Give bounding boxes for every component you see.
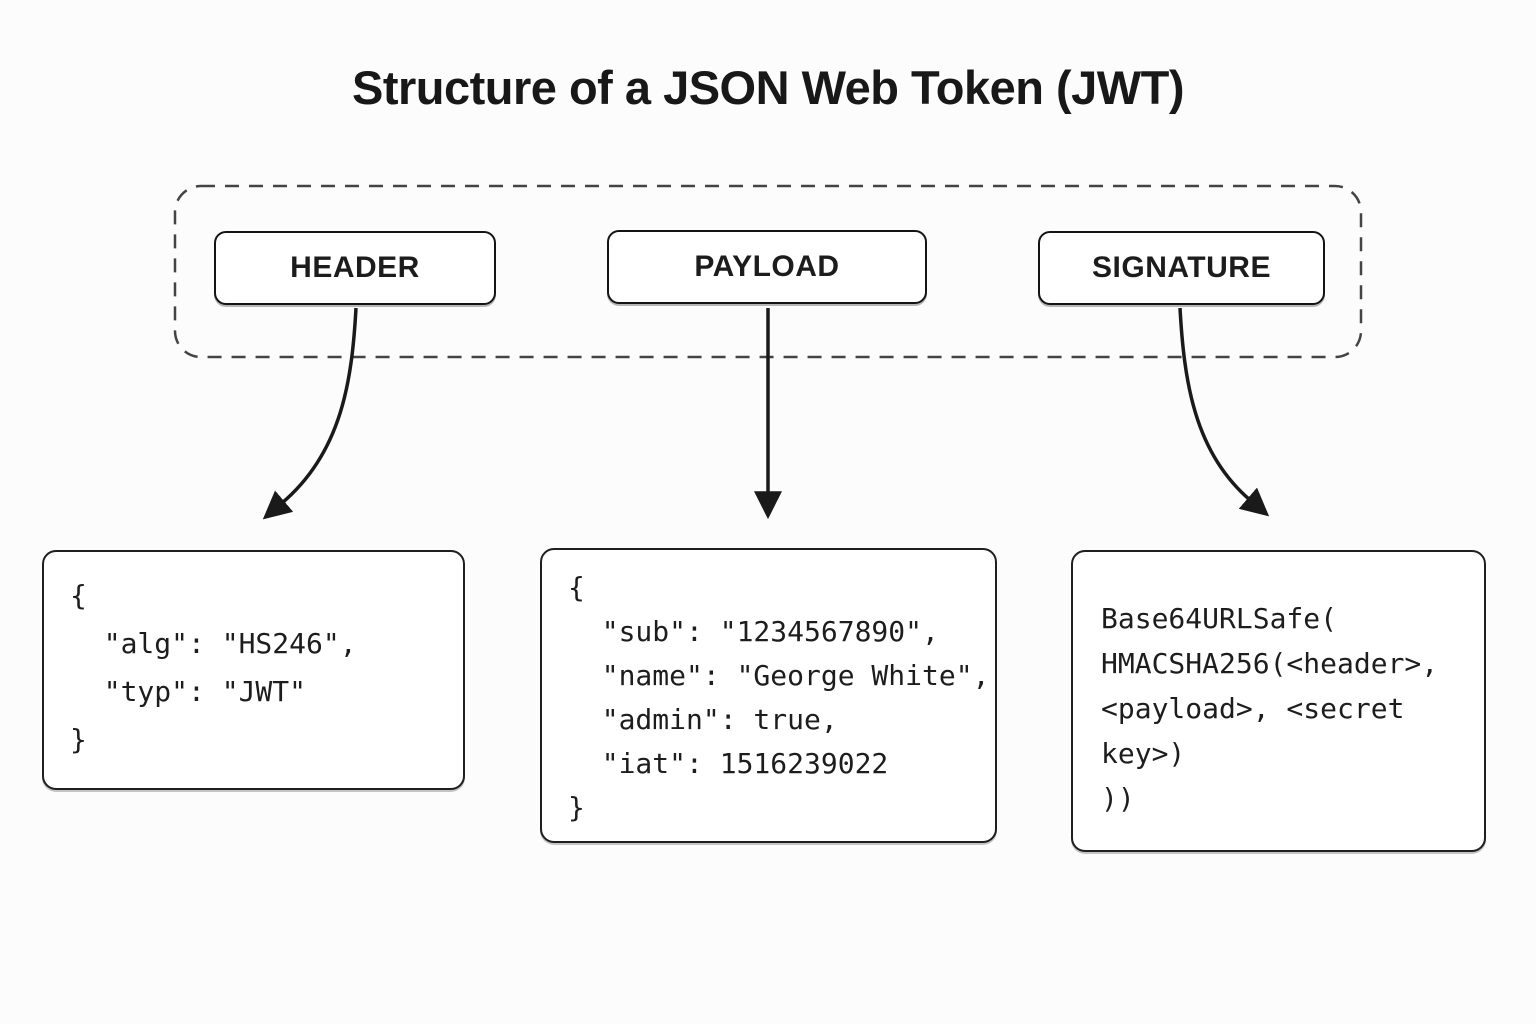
code-line: Base64URLSafe( bbox=[1101, 602, 1338, 635]
code-line: "sub": "1234567890", bbox=[568, 615, 939, 648]
code-line: "typ": "JWT" bbox=[70, 675, 307, 708]
signature-arrow bbox=[1178, 307, 1270, 517]
code-line: key>) bbox=[1101, 737, 1186, 770]
signature-formula-box: Base64URLSafe( HMACSHA256(<header>, <pay… bbox=[1071, 550, 1486, 852]
code-line: "name": "George White", bbox=[568, 659, 990, 692]
payload-part-box: PAYLOAD bbox=[607, 230, 927, 304]
code-line: } bbox=[70, 723, 87, 756]
code-line: { bbox=[70, 579, 87, 612]
signature-part-label: SIGNATURE bbox=[1092, 251, 1271, 284]
code-line: "iat": 1516239022 bbox=[568, 747, 889, 780]
header-part-label: HEADER bbox=[290, 251, 420, 284]
header-arrow bbox=[262, 307, 358, 520]
header-json-box: { "alg": "HS246", "typ": "JWT" } bbox=[42, 550, 465, 790]
payload-part-label: PAYLOAD bbox=[694, 250, 840, 283]
code-line: "alg": "HS246", bbox=[70, 627, 357, 660]
code-line: { bbox=[568, 571, 585, 604]
signature-part-box: SIGNATURE bbox=[1038, 231, 1325, 305]
code-line: )) bbox=[1101, 782, 1135, 815]
payload-json-box: { "sub": "1234567890", "name": "George W… bbox=[540, 548, 997, 843]
code-line: <payload>, <secret bbox=[1101, 692, 1405, 725]
code-line: HMACSHA256(<header>, bbox=[1101, 647, 1439, 680]
diagram-title: Structure of a JSON Web Token (JWT) bbox=[351, 61, 1185, 114]
code-line: "admin": true, bbox=[568, 703, 838, 736]
header-part-box: HEADER bbox=[214, 231, 496, 305]
code-line: } bbox=[568, 791, 585, 824]
